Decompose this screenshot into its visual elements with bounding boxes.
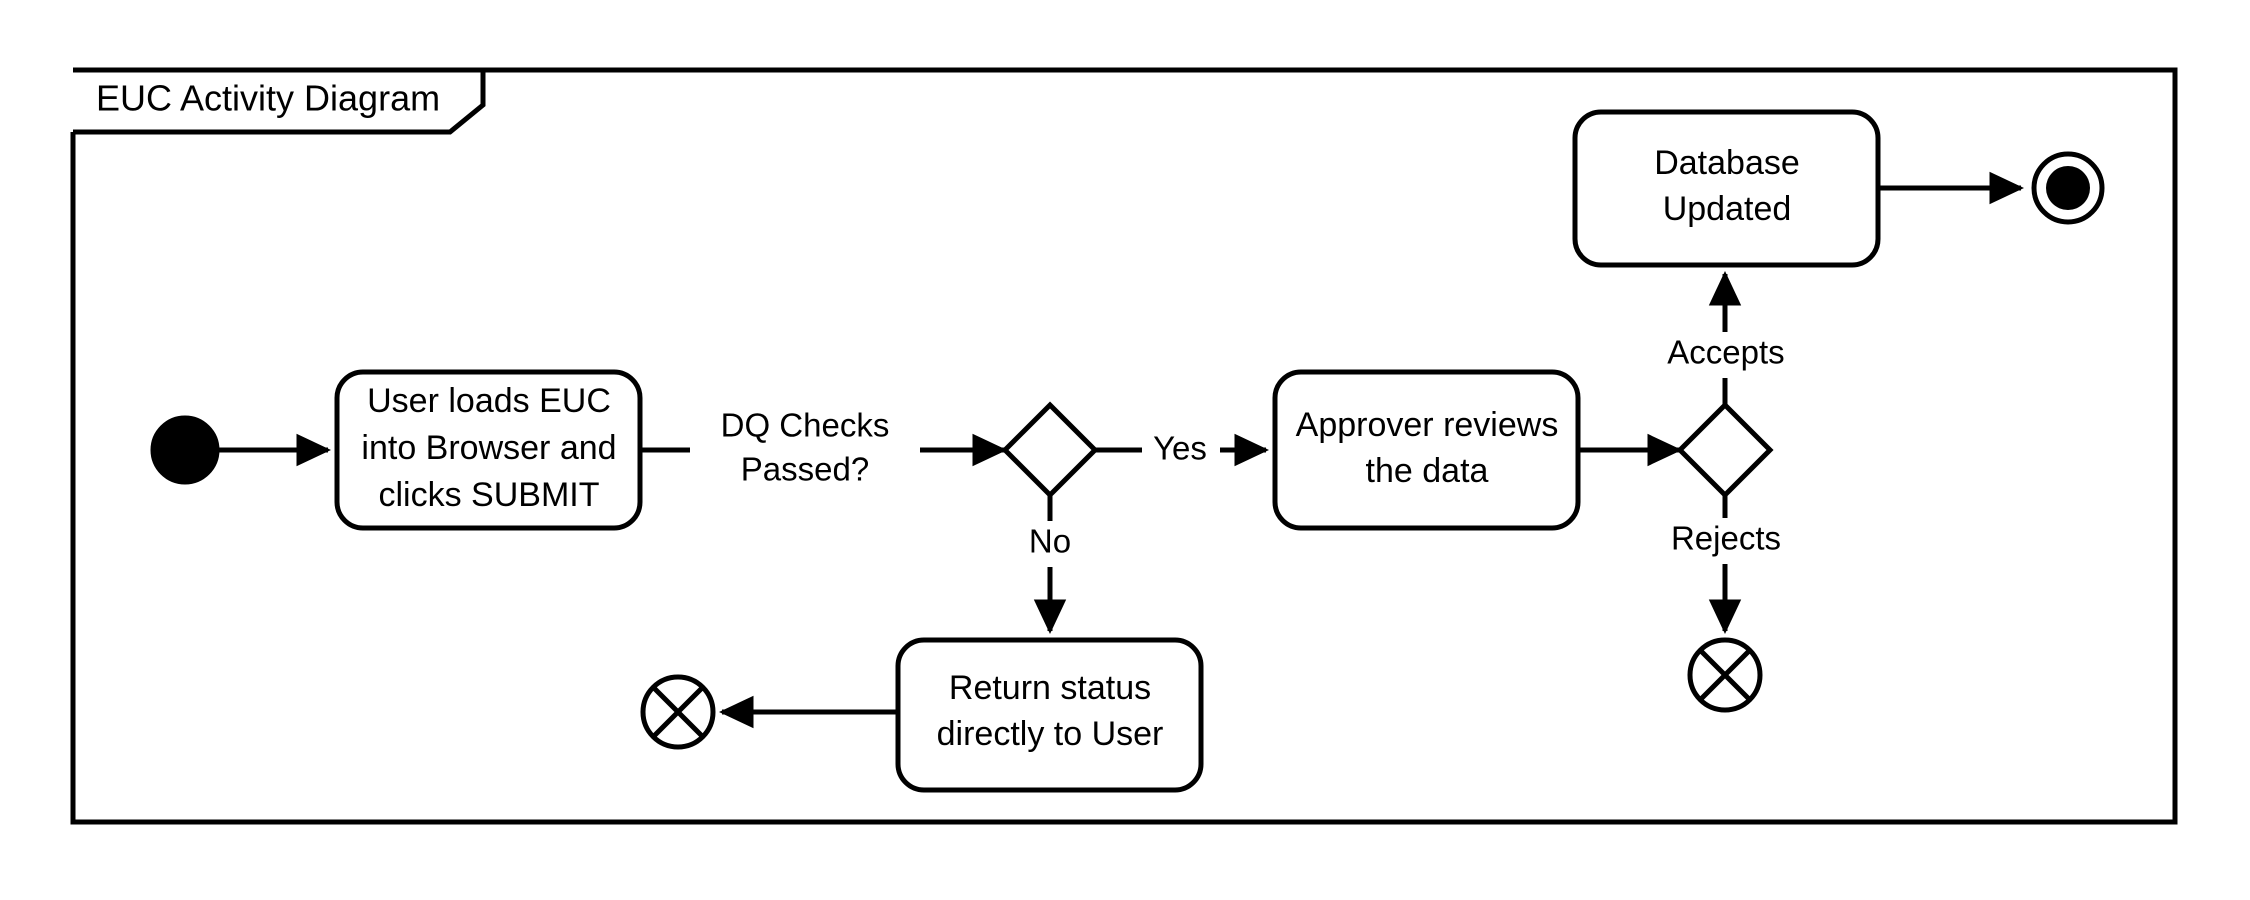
activity-node-return-status[interactable]: Return status directly to User (895, 637, 1204, 793)
activity-node-return-status-line2: directly to User (937, 715, 1164, 753)
decision-node-approval[interactable] (1676, 401, 1774, 499)
activity-final-node[interactable] (2031, 151, 2105, 225)
edge-label-rejects-backdrop (1652, 518, 1800, 564)
initial-node-circle (150, 415, 220, 485)
activity-node-return-status-line1: Return status (949, 669, 1151, 707)
edge-label-yes-text: Yes (1153, 430, 1207, 467)
activity-node-load-euc-box (334, 369, 643, 531)
decision-node-dq-diamond (1001, 401, 1099, 499)
activity-node-load-euc[interactable]: User loads EUC into Browser and clicks S… (334, 369, 643, 531)
frame-title-tab (73, 67, 486, 135)
activity-final-node-inner-dot (2046, 166, 2090, 210)
diagram-frame: EUC Activity Diagram (70, 67, 2178, 825)
frame-title-label: EUC Activity Diagram (96, 78, 440, 119)
activity-node-load-euc-line3: clicks SUBMIT (379, 476, 600, 514)
activity-node-load-euc-line2: into Browser and (361, 429, 616, 467)
activity-node-load-euc-line1: User loads EUC (367, 382, 611, 420)
edge-label-accepts-text: Accepts (1667, 334, 1784, 371)
decision-node-dq[interactable] (1001, 401, 1099, 499)
edge-label-no-text: No (1029, 523, 1071, 560)
edge-label-dq-checks-line1: DQ Checks (721, 407, 890, 444)
activity-node-database-updated-line2: Updated (1663, 190, 1792, 228)
edge-label-accepts: Accepts (1648, 332, 1804, 378)
edge-label-accepts-backdrop (1648, 332, 1804, 378)
initial-node[interactable] (150, 415, 220, 485)
edge-label-yes-backdrop (1142, 428, 1220, 474)
edge-label-dq-checks: DQ Checks Passed? (690, 404, 920, 496)
edge-label-no-backdrop (1012, 521, 1088, 567)
flow-final-node-user[interactable] (640, 674, 716, 750)
activity-node-approver-review-box (1272, 369, 1581, 531)
activity-node-approver-review-line2: the data (1366, 452, 1489, 490)
flow-final-node-reject-cross-b (1698, 648, 1752, 702)
frame-border (70, 67, 2178, 825)
edge-label-dq-checks-backdrop (690, 404, 920, 496)
edge-label-yes: Yes (1142, 428, 1220, 474)
edge-label-rejects: Rejects (1652, 518, 1800, 564)
activity-node-approver-review-line1: Approver reviews (1296, 406, 1559, 444)
activity-node-approver-review[interactable]: Approver reviews the data (1272, 369, 1581, 531)
decision-node-approval-diamond (1676, 401, 1774, 499)
edge-label-rejects-text: Rejects (1671, 520, 1781, 557)
flow-final-node-user-cross-b (651, 685, 705, 739)
edge-label-dq-checks-line2: Passed? (741, 451, 869, 488)
flow-final-node-reject[interactable] (1687, 637, 1763, 713)
activity-node-return-status-box (895, 637, 1204, 793)
edge-label-no: No (1012, 521, 1088, 567)
activity-node-database-updated[interactable]: Database Updated (1572, 109, 1881, 268)
activity-node-database-updated-box (1572, 109, 1881, 268)
activity-node-database-updated-line1: Database (1654, 144, 1800, 182)
